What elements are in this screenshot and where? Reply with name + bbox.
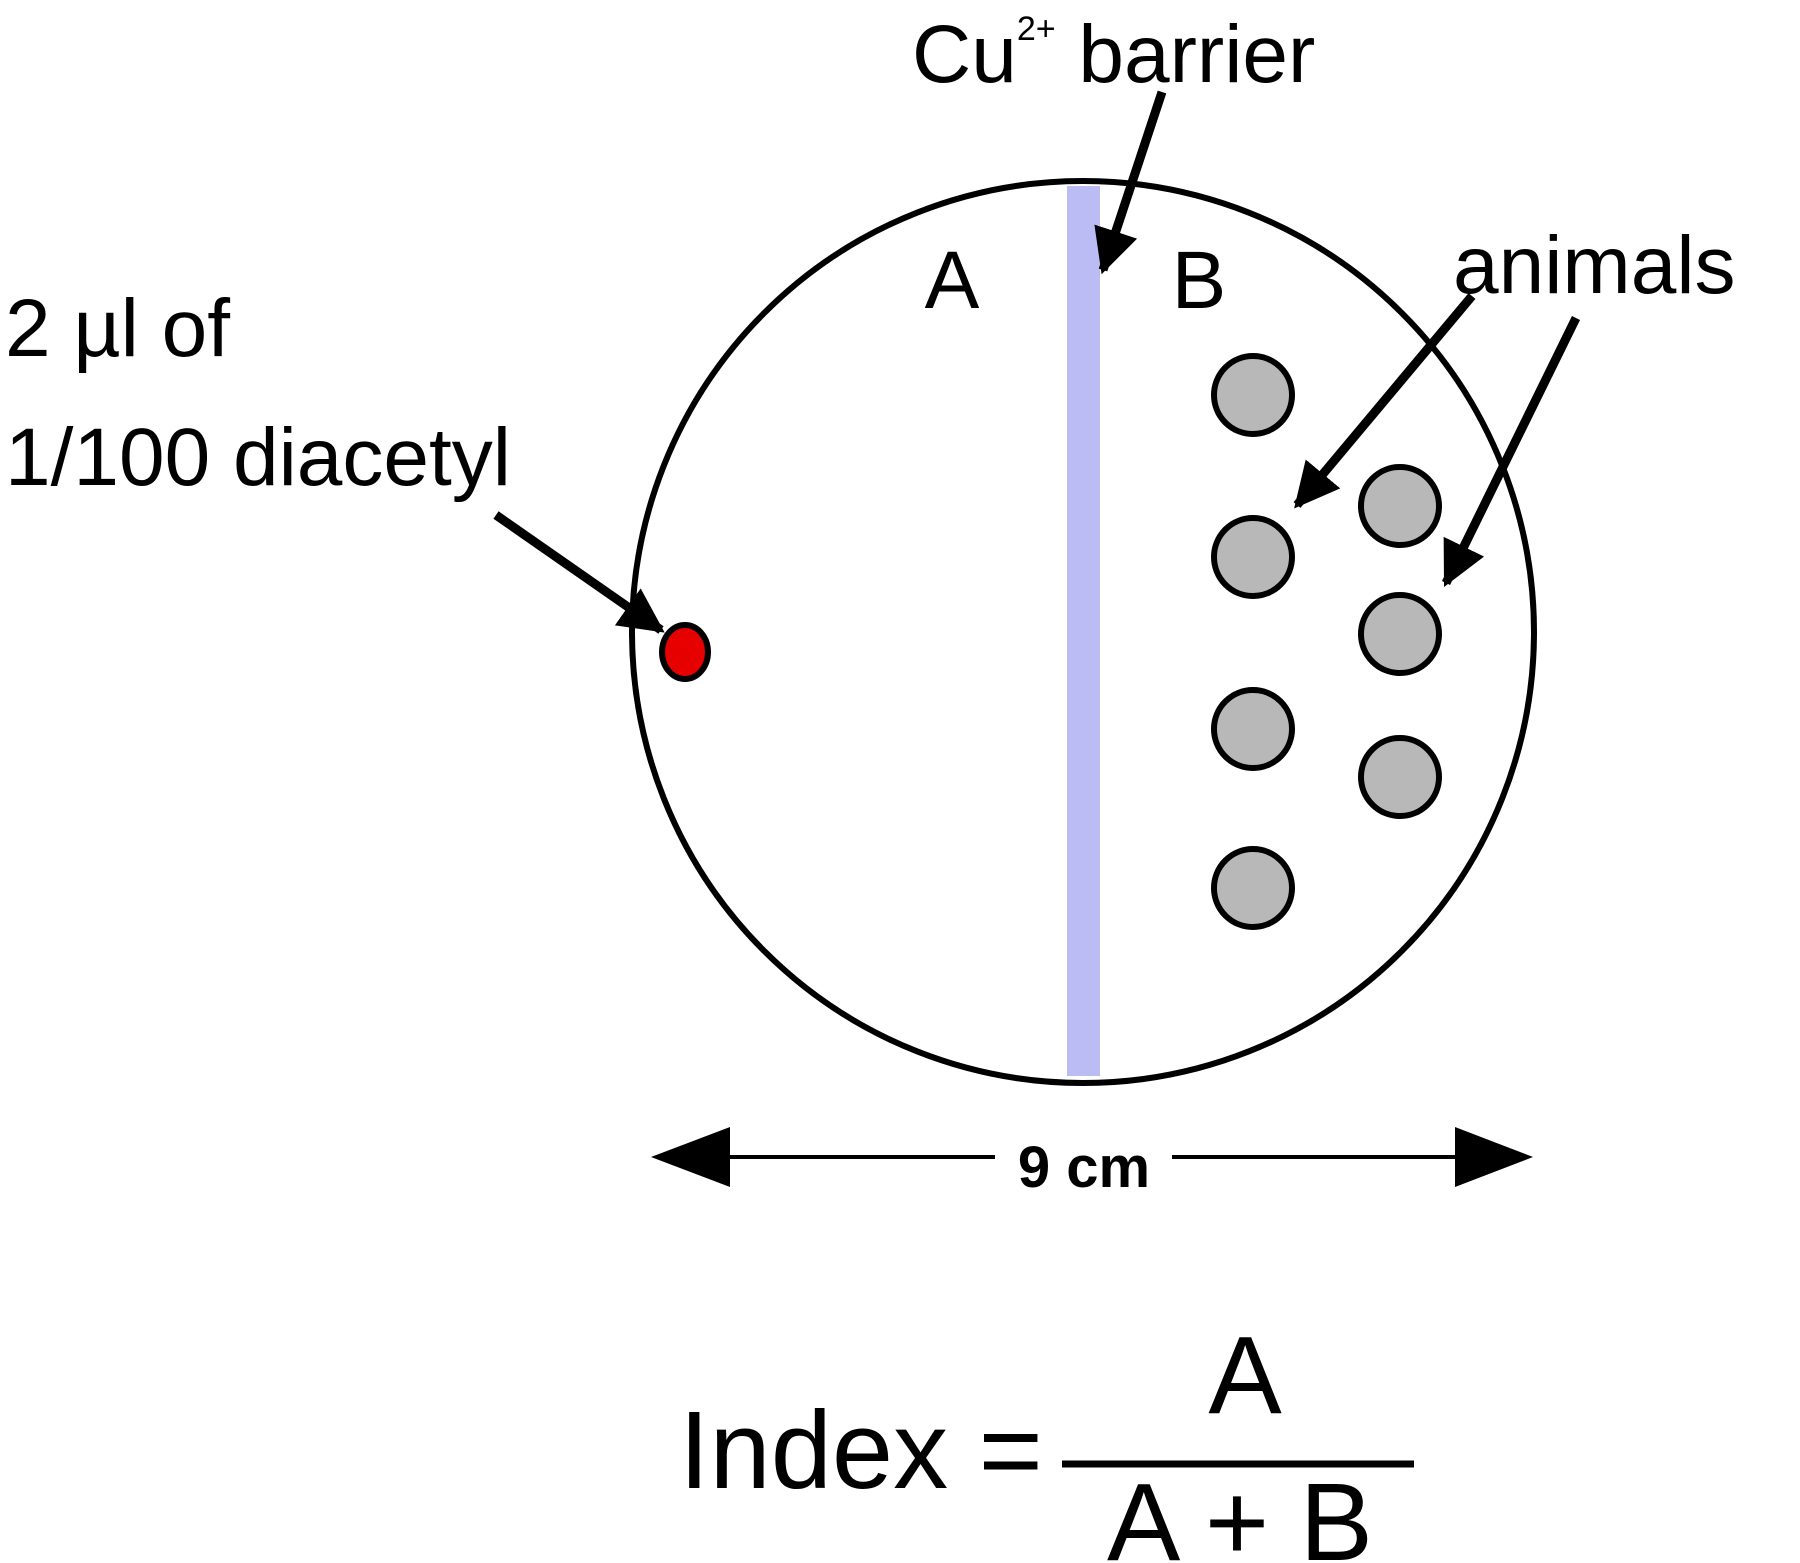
diameter-arrowhead-right <box>1455 1127 1533 1187</box>
region-b-label: B <box>1172 235 1227 326</box>
animals-label: animals <box>1453 220 1736 311</box>
animals-group <box>1211 353 1442 930</box>
diameter-arrowhead-left <box>651 1127 730 1187</box>
odorant-spot <box>659 622 711 682</box>
barrier-label: Cu2+ barrier <box>912 9 1315 100</box>
odorant-label-line1: 2 µl of <box>5 283 230 374</box>
animals-arrow-right <box>1441 316 1581 588</box>
barrier-label-superscript: 2+ <box>1017 10 1056 48</box>
animal <box>1211 687 1295 771</box>
odorant-label-line2: 1/100 diacetyl <box>5 412 511 503</box>
formula-lhs: Index = <box>679 1389 1043 1512</box>
animals-arrow-left <box>1293 293 1476 509</box>
animal <box>1358 735 1442 819</box>
barrier-label-rest: barrier <box>1056 9 1316 100</box>
odorant-arrow <box>493 511 665 634</box>
animal <box>1211 846 1295 930</box>
barrier-label-main: Cu <box>912 9 1017 100</box>
animal <box>1358 464 1442 548</box>
barrier-arrow <box>1094 90 1167 275</box>
copper-barrier <box>1067 186 1100 1076</box>
animal <box>1211 353 1295 437</box>
diameter-label: 9 cm <box>1018 1135 1150 1200</box>
animal <box>1211 515 1295 599</box>
formula-numerator: A <box>1208 1314 1282 1437</box>
region-a-label: A <box>925 235 980 326</box>
formula-denominator: A + B <box>1107 1461 1373 1563</box>
animal <box>1358 592 1442 676</box>
